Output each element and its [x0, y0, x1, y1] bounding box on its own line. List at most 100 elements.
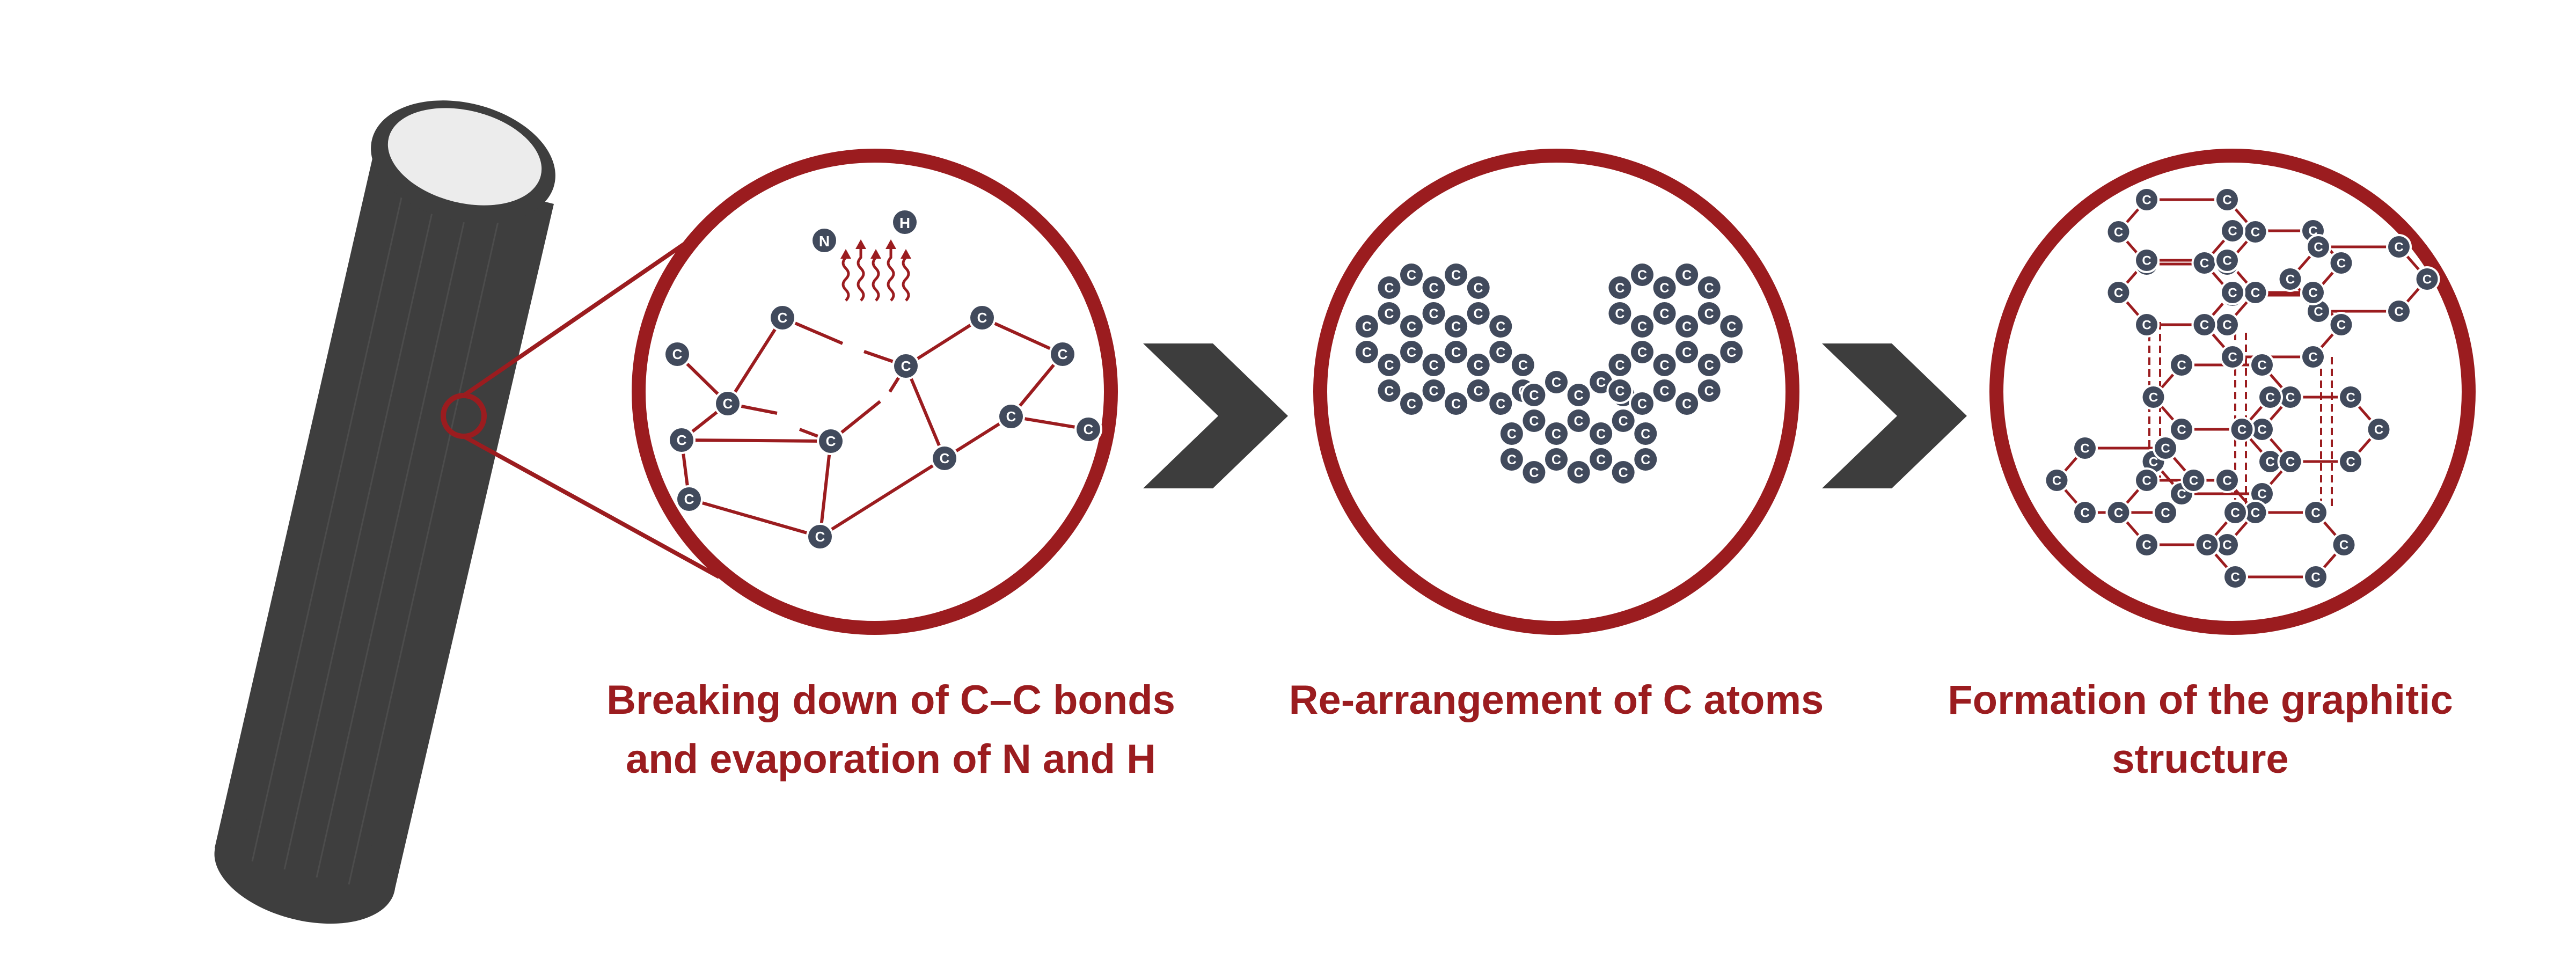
carbon-atom: C — [1465, 300, 1492, 327]
carbon-atom: C — [1651, 274, 1678, 301]
atom-marker — [2107, 502, 2129, 523]
atom-h-label: H — [899, 215, 910, 231]
carbon-atom: C — [2214, 247, 2240, 273]
atom-label: C — [1682, 268, 1692, 283]
atom-marker — [1608, 302, 1631, 325]
carbon-atom: C — [1629, 313, 1656, 340]
atom-marker — [2046, 470, 2068, 491]
atom-marker — [2302, 282, 2324, 303]
carbon-atom: C — [1074, 415, 1102, 443]
carbon-atom: C — [1651, 352, 1678, 378]
atom-marker — [1467, 379, 1490, 402]
atom-marker — [1545, 448, 1568, 471]
atom-marker — [771, 306, 794, 330]
carbon-atom: C — [2277, 384, 2303, 410]
atom-marker — [1400, 264, 1423, 286]
wavy-arrows-up-icon — [840, 239, 911, 302]
atom-marker — [1422, 276, 1445, 299]
atom-label: C — [2142, 473, 2151, 488]
carbon-atom: C — [2328, 312, 2354, 338]
carbon-atom: C — [2191, 312, 2218, 338]
atom-marker — [1051, 342, 1074, 366]
atom-marker — [2222, 346, 2243, 368]
atom-marker — [1675, 264, 1699, 286]
atom-marker — [2244, 221, 2266, 243]
atom-label: C — [1451, 268, 1461, 283]
carbon-atom: C — [1498, 446, 1525, 473]
atom-label: C — [1726, 319, 1736, 334]
atom-label: C — [2337, 256, 2346, 270]
carbon-atom: C — [2044, 467, 2070, 493]
atom-label: C — [2114, 286, 2123, 300]
atom-label: C — [1619, 414, 1628, 429]
carbon-atom: C — [2338, 384, 2363, 410]
carbon-atom: C — [1420, 300, 1447, 327]
atom-label: C — [2200, 256, 2209, 270]
atom-label: C — [2177, 422, 2186, 437]
atom-label: C — [1384, 384, 1394, 399]
chevron-right-icon — [1822, 343, 1967, 488]
carbon-atom: C — [1443, 313, 1470, 340]
arrow-head — [840, 249, 851, 259]
atom-marker — [1612, 409, 1635, 432]
atom-marker — [665, 342, 689, 366]
atom-label: C — [723, 396, 733, 412]
atom-label: C — [1384, 358, 1394, 373]
atom-marker — [1400, 315, 1423, 338]
atom-marker — [2136, 250, 2157, 271]
carbon-atom: C — [2249, 352, 2275, 378]
atom-label: C — [1704, 358, 1714, 373]
carbon-atom: C — [1606, 300, 1634, 327]
atom-marker — [2107, 282, 2129, 303]
carbon-atom: C — [2134, 532, 2160, 558]
atom-marker — [808, 525, 832, 548]
atom-label: C — [2314, 240, 2323, 254]
atom-label: C — [2314, 304, 2323, 319]
carbon-atom: C — [2220, 218, 2245, 244]
atom-label: C — [2161, 441, 2170, 456]
atom-marker — [2279, 451, 2301, 472]
atom-label: C — [2265, 455, 2274, 469]
atom-marker — [1445, 392, 1468, 415]
arrow-head — [885, 239, 896, 249]
carbon-atom: C — [1398, 390, 1425, 417]
atom-label: C — [1704, 306, 1714, 321]
atom-label: C — [2222, 538, 2231, 552]
carbon-atom: C — [1420, 377, 1447, 404]
atom-marker — [2216, 189, 2238, 210]
carbon-atom: C — [2328, 250, 2354, 276]
atom-marker — [2305, 502, 2326, 523]
atom-label: C — [1474, 384, 1483, 399]
carbon-atom: C — [1565, 407, 1592, 434]
atom-marker — [2074, 502, 2096, 523]
atom-marker — [716, 392, 740, 415]
step-3-caption-line-1: Formation of the graphitic — [1948, 677, 2453, 723]
carbon-atom: C — [2140, 384, 2167, 410]
atom-marker — [2259, 451, 2281, 472]
carbon-atom: C — [1695, 274, 1723, 301]
atom-label: C — [977, 310, 987, 326]
carbon-atom: C — [1718, 339, 1745, 365]
wavy-arrow — [902, 251, 910, 302]
atom-label: C — [1682, 397, 1692, 412]
carbon-atom: C — [2220, 344, 2245, 370]
atom-marker — [1634, 422, 1657, 445]
atom-label: C — [2251, 286, 2260, 300]
atom-marker — [2340, 386, 2361, 408]
atom-marker — [2136, 470, 2157, 491]
atom-marker — [1720, 341, 1743, 363]
atom-label: C — [1574, 388, 1584, 403]
carbon-atom: C — [2386, 298, 2412, 324]
atom-marker — [2302, 346, 2324, 368]
carbon-atom: C — [663, 340, 691, 368]
atom-marker — [2259, 386, 2281, 408]
atom-marker — [2171, 419, 2192, 440]
atom-marker — [1608, 379, 1631, 402]
atom-label: C — [1518, 358, 1528, 373]
fiber-top-cap-face — [387, 108, 542, 206]
atom-label: C — [1429, 358, 1439, 373]
atom-marker — [1523, 384, 1546, 406]
atom-label: C — [2149, 390, 2158, 405]
